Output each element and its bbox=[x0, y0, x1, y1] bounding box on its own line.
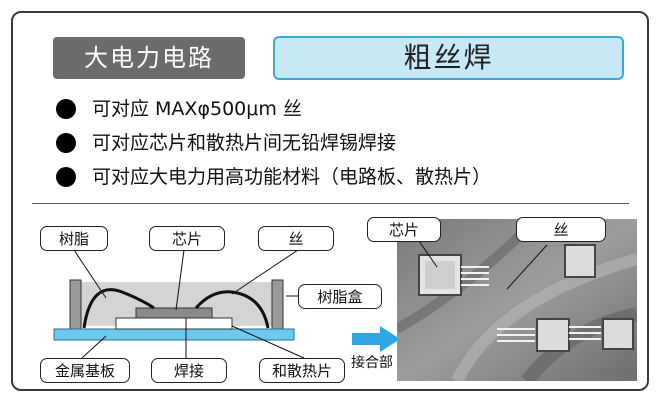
callout-heatsink: 和散热片 bbox=[259, 358, 345, 383]
list-item: 可对应芯片和散热片间无铅焊锡焊接 bbox=[56, 126, 491, 160]
wire-left bbox=[82, 288, 155, 329]
list-item: 可对应 MAXφ500μm 丝 bbox=[56, 92, 491, 126]
list-item-text: 可对应大电力用高功能材料（电路板、散热片） bbox=[92, 166, 492, 188]
resin-case-right bbox=[271, 279, 284, 331]
callout-metal-base: 金属基板 bbox=[40, 358, 130, 383]
category-label: 大电力电路 bbox=[53, 37, 245, 79]
photo-wire-leader bbox=[506, 244, 548, 290]
callout-resin: 树脂 bbox=[40, 226, 108, 251]
bullet-icon bbox=[56, 133, 76, 153]
callout-solder: 焊接 bbox=[151, 358, 227, 383]
photo-chip-leader bbox=[418, 240, 438, 268]
resin-case-left bbox=[69, 279, 82, 331]
list-item: 可对应大电力用高功能材料（电路板、散热片） bbox=[56, 160, 491, 194]
joint-label: 接合部 bbox=[351, 355, 393, 371]
photo-chip bbox=[602, 318, 634, 350]
callout-chip: 芯片 bbox=[149, 226, 225, 251]
list-item-text: 可对应芯片和散热片间无铅焊锡焊接 bbox=[92, 132, 397, 154]
bullet-icon bbox=[56, 167, 76, 187]
page-title: 粗丝焊 bbox=[273, 36, 624, 80]
callout-resin-case: 树脂盒 bbox=[298, 284, 382, 309]
divider bbox=[32, 203, 629, 204]
cross-section-diagram bbox=[53, 249, 305, 359]
wire-right bbox=[194, 290, 270, 329]
arrow-right-icon bbox=[352, 326, 400, 352]
photo-chip bbox=[536, 318, 570, 352]
leader-base bbox=[81, 335, 107, 359]
photo-callout-wire: 丝 bbox=[516, 217, 606, 242]
leader-heatsink bbox=[231, 325, 305, 359]
leader-resin bbox=[73, 249, 107, 299]
callout-wire: 丝 bbox=[258, 226, 334, 251]
bullet-icon bbox=[56, 99, 76, 119]
feature-list: 可对应 MAXφ500μm 丝 可对应芯片和散热片间无铅焊锡焊接 可对应大电力用… bbox=[56, 92, 491, 194]
photo-callout-chip: 芯片 bbox=[367, 217, 441, 242]
photo-chip bbox=[564, 244, 596, 278]
leader-chip bbox=[175, 249, 185, 311]
micrograph-photo bbox=[397, 219, 637, 381]
chip-body bbox=[135, 307, 213, 319]
leader-wire bbox=[231, 249, 299, 295]
metal-base-plate bbox=[53, 328, 295, 341]
heatsink-block bbox=[115, 317, 233, 330]
list-item-text: 可对应 MAXφ500μm 丝 bbox=[92, 98, 302, 120]
